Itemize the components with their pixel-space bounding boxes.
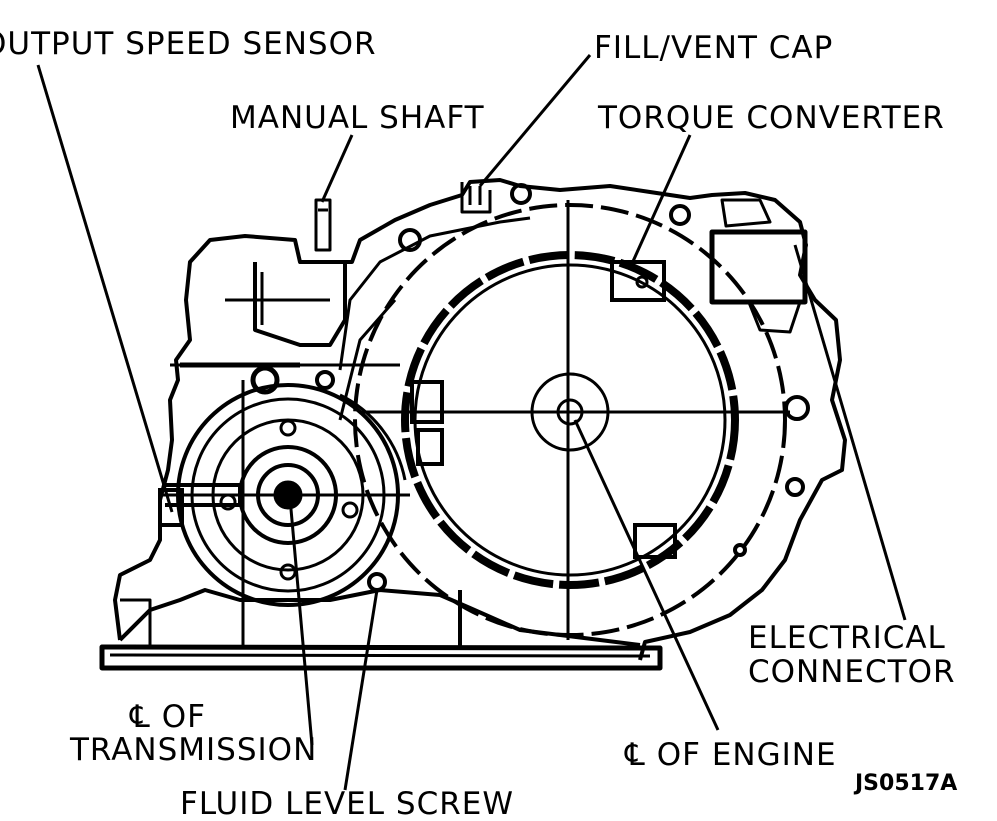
fluid-level-screw-label: FLUID LEVEL SCREW bbox=[180, 786, 514, 821]
output-speed-sensor-label: OUTPUT SPEED SENSOR bbox=[0, 26, 377, 62]
centerlines bbox=[158, 200, 790, 648]
leader-fluid-level-screw bbox=[343, 589, 379, 791]
leader-cl-engine bbox=[573, 419, 720, 731]
cl-of-transmission-label-line2: TRANSMISSION bbox=[69, 732, 317, 768]
fill-vent-cap-label: FILL/VENT CAP bbox=[594, 30, 833, 66]
cl-of-engine-label: ℄ OF ENGINE bbox=[624, 737, 837, 773]
electrical-connector-label-line2: CONNECTOR bbox=[748, 654, 956, 690]
torque-converter-drawing bbox=[353, 203, 787, 637]
leader-lines bbox=[36, 54, 907, 791]
transmission-housing bbox=[99, 178, 847, 671]
leader-fill-vent-cap bbox=[478, 54, 592, 187]
manual-shaft-label: MANUAL SHAFT bbox=[230, 100, 485, 136]
leader-electrical-connector bbox=[793, 244, 907, 621]
leader-cl-transmission bbox=[288, 497, 314, 746]
leader-manual-shaft bbox=[320, 134, 354, 203]
figure-id-label: JS0517A bbox=[853, 771, 957, 796]
cl-of-transmission-label-line1: ℄ OF bbox=[129, 699, 206, 735]
leader-output-speed-sensor bbox=[36, 64, 174, 513]
electrical-connector-label-line1: ELECTRICAL bbox=[748, 620, 946, 656]
leader-torque-converter bbox=[628, 134, 692, 269]
torque-converter-label: TORQUE CONVERTER bbox=[597, 100, 945, 136]
